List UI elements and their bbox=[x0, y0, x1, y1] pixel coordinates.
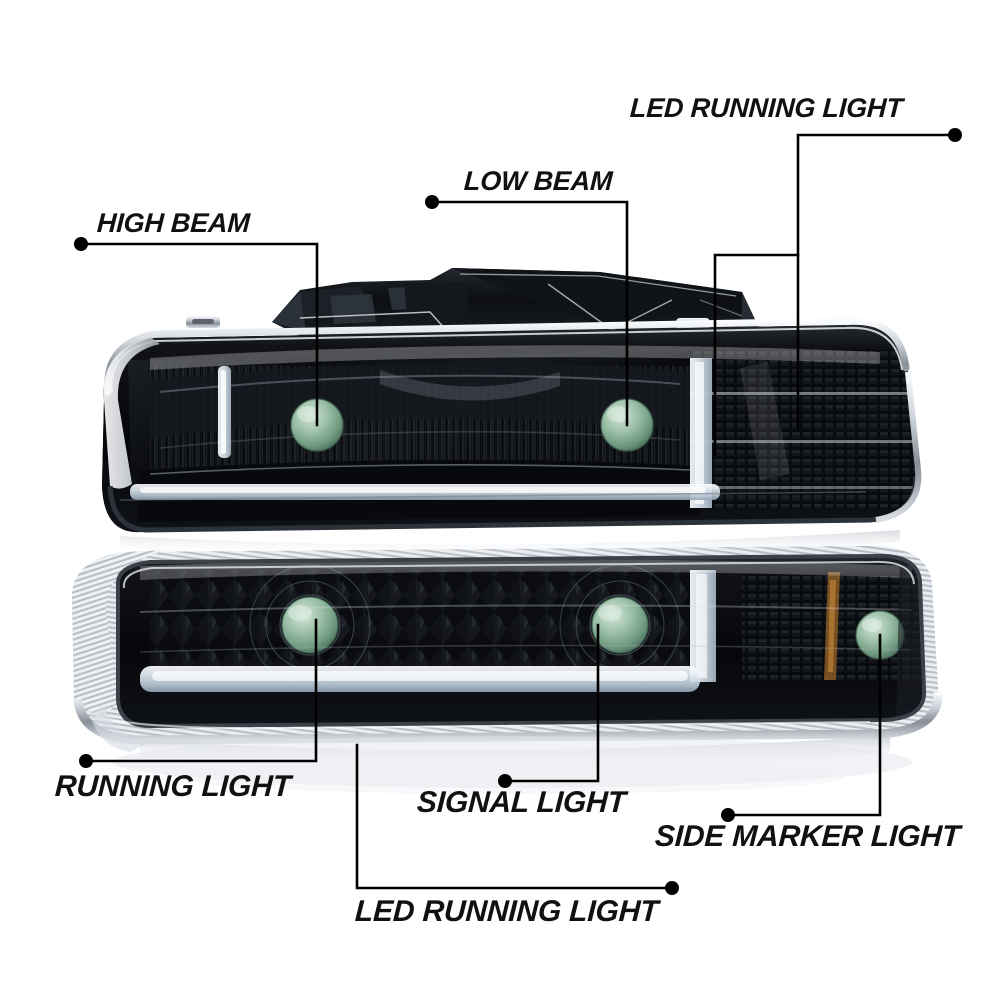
signal-bulb-right bbox=[591, 596, 649, 654]
callout-label-led-running-light-top: LED RUNNING LIGHT bbox=[629, 93, 904, 123]
callout-label-led-running-light-bottom: LED RUNNING LIGHT bbox=[354, 895, 660, 928]
low-beam-bulb bbox=[600, 398, 654, 452]
headlight-unit bbox=[102, 317, 922, 533]
bumper-light-unit bbox=[71, 545, 943, 745]
callout-label-running-light: RUNNING LIGHT bbox=[54, 770, 292, 803]
callout-label-side-marker-light: SIDE MARKER LIGHT bbox=[654, 820, 961, 853]
side-marker-bulb bbox=[855, 610, 905, 660]
callout-label-signal-light: SIGNAL LIGHT bbox=[416, 786, 627, 819]
signal-bulb-left bbox=[281, 596, 339, 654]
high-beam-bulb bbox=[290, 398, 344, 452]
callout-label-low-beam: LOW BEAM bbox=[463, 166, 614, 196]
callout-label-high-beam: HIGH BEAM bbox=[96, 208, 251, 238]
